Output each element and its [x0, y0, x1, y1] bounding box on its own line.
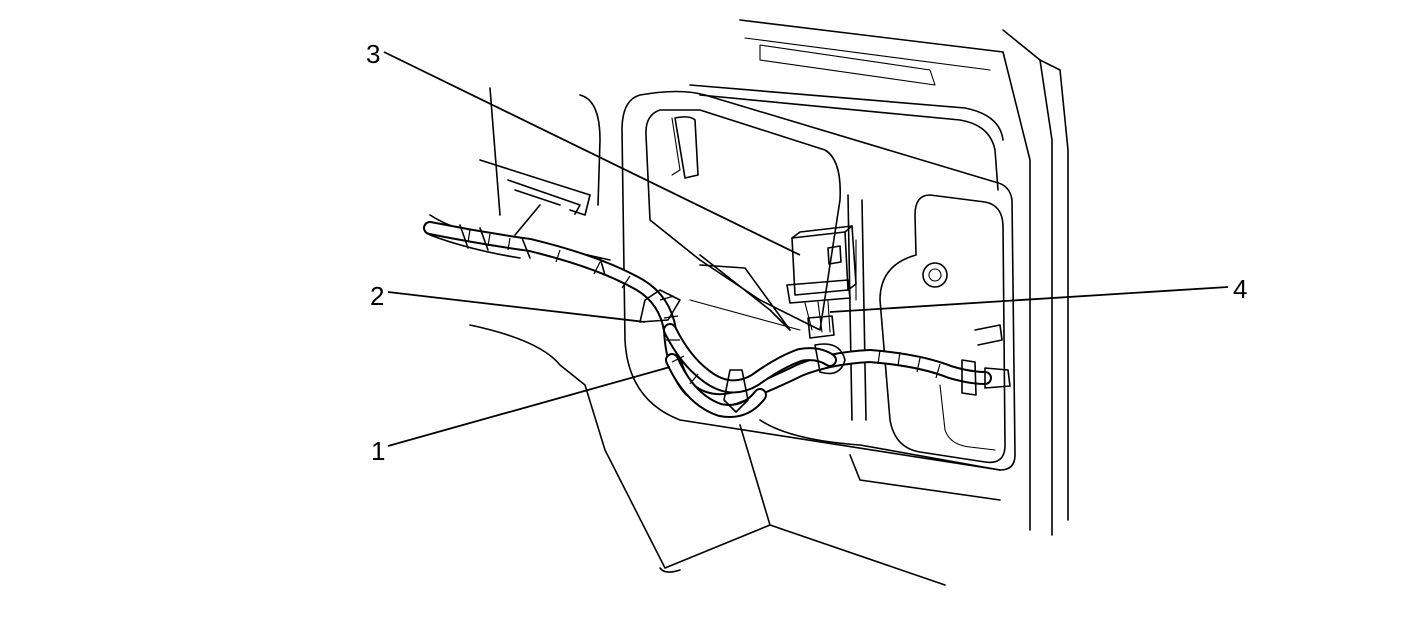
callout-number-1: 1 — [371, 436, 386, 466]
door-frame — [689, 19, 1069, 536]
leader-line-4 — [829, 286, 1229, 313]
leader-line-2 — [387, 291, 646, 323]
body-pillar — [429, 87, 801, 573]
leader-line-1 — [387, 366, 671, 447]
callout-number-3: 3 — [366, 39, 381, 69]
callout-number-2: 2 — [370, 281, 385, 311]
module-box — [786, 225, 857, 339]
callout-number-4: 4 — [1233, 274, 1248, 304]
leader-line-3 — [383, 51, 801, 256]
leader-lines — [383, 51, 1229, 447]
wiring-harness — [423, 221, 1011, 418]
